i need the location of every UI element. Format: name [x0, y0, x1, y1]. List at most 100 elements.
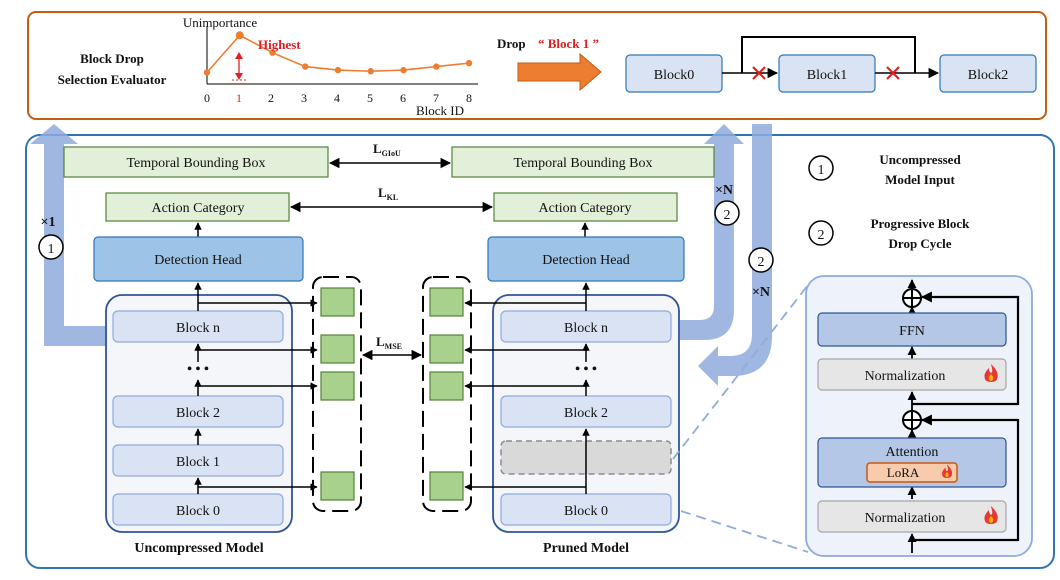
- legend-item1-line2: Model Input: [885, 172, 955, 187]
- unimportance-point: [269, 49, 276, 56]
- feature-map: [429, 471, 464, 501]
- step-marker-2-right: [748, 247, 774, 273]
- normalization-bottom-label: Normalization: [865, 511, 946, 526]
- chart-tick-label: 6: [400, 91, 406, 105]
- pruned-detection-head: [487, 236, 685, 282]
- pruned-bbox-output: [451, 146, 715, 178]
- legend-marker-2: [808, 220, 834, 246]
- uncompressed-caption: Uncompressed Model: [134, 541, 263, 556]
- chart-x-label: Block ID: [416, 103, 464, 118]
- uncompressed-feature-stack: [312, 276, 362, 512]
- chart-tick-label-highlight: 1: [236, 91, 242, 105]
- chart-tick-label: 4: [334, 91, 340, 105]
- uncompressed-block-n-label: Block n: [176, 321, 220, 336]
- evaluator-title-line2: Selection Evaluator: [58, 72, 167, 87]
- step-marker-2-top-num: 2: [724, 208, 731, 223]
- uncompressed-bbox-label: Temporal Bounding Box: [126, 156, 265, 171]
- legend-item2-line2: Drop Cycle: [889, 236, 952, 251]
- drop-block-2: [939, 54, 1037, 93]
- chart-tick-label: 8: [466, 91, 472, 105]
- feature-map: [320, 334, 355, 364]
- pruned-block-n-label: Block n: [564, 321, 608, 336]
- uncompressed-bbox-output: [63, 146, 329, 178]
- times-n-top-label: ×N: [715, 183, 733, 198]
- unimportance-series: [203, 31, 473, 76]
- residual-connection-bottom: [912, 414, 1020, 542]
- highlight-label: Highest: [258, 37, 301, 52]
- lora-label: LoRA: [887, 465, 920, 480]
- zoom-guide-bottom: [680, 510, 809, 553]
- pruned-caption: Pruned Model: [543, 541, 629, 556]
- legend-item2-line1: Progressive Block: [871, 216, 971, 231]
- step-marker-1: [38, 234, 64, 260]
- chart-tick-label: 3: [301, 91, 307, 105]
- chart-tick-label: 2: [268, 91, 274, 105]
- uncompressed-feature-taps: [198, 299, 318, 491]
- input-flow-arrow: [30, 124, 106, 346]
- cross-icon: [752, 66, 766, 80]
- drop-label-prefix: Drop: [497, 36, 526, 51]
- normalization-bottom-box: [817, 500, 1007, 533]
- fire-icon: [984, 506, 998, 524]
- feature-map: [320, 371, 355, 401]
- cross-icon: [886, 66, 900, 80]
- chart-tick-label: 7: [433, 91, 439, 105]
- unimportance-point: [235, 31, 244, 40]
- step-marker-1-num: 1: [48, 242, 55, 257]
- normalization-top-label: Normalization: [865, 369, 946, 384]
- evaluator-title-line1: Block Drop: [80, 51, 144, 66]
- drop-arrow-icon: [517, 52, 602, 92]
- unimportance-point: [367, 68, 374, 75]
- fire-icon: [984, 364, 998, 382]
- mse-loss-label: LMSE: [376, 334, 402, 351]
- pruned-bbox-label: Temporal Bounding Box: [513, 156, 652, 171]
- legend-marker-1-num: 1: [818, 163, 825, 178]
- cycle-flow-arrow-down: [698, 124, 772, 386]
- times-one-label: ×1: [41, 215, 56, 230]
- unimportance-point: [334, 66, 342, 74]
- feature-map: [320, 471, 355, 501]
- drop-label-value: “ Block 1 ”: [538, 36, 599, 51]
- uncompressed-head-label: Detection Head: [154, 253, 241, 268]
- chart-tick-label: 0: [204, 91, 210, 105]
- normalization-top-box: [817, 358, 1007, 391]
- uncompressed-block-2-label: Block 2: [176, 406, 220, 421]
- pruned-feature-taps: [464, 299, 586, 491]
- pruned-block-2-label: Block 2: [564, 406, 608, 421]
- drop-block-0-label: Block0: [654, 68, 694, 83]
- unimportance-point: [465, 59, 473, 67]
- uncompressed-action-label: Action Category: [152, 201, 245, 216]
- step-marker-2-right-num: 2: [758, 255, 765, 270]
- giou-loss-label: LGIoU: [373, 141, 401, 158]
- zoom-guide-top: [672, 284, 809, 460]
- unimportance-point: [400, 66, 407, 74]
- ffn-label: FFN: [899, 324, 925, 339]
- pruned-action-label: Action Category: [539, 201, 632, 216]
- feature-map: [429, 371, 464, 401]
- uncompressed-action-output: [105, 192, 290, 222]
- uncompressed-block-1-label: Block 1: [176, 455, 220, 470]
- uncompressed-ellipsis: • • •: [187, 362, 209, 377]
- lora-box: [866, 462, 958, 483]
- kl-loss-label: LKL: [378, 185, 398, 202]
- feature-map: [320, 287, 355, 317]
- legend-marker-1: [808, 155, 834, 181]
- chart-tick-label: 5: [367, 91, 373, 105]
- legend-marker-2-num: 2: [818, 228, 825, 243]
- drop-block-1-label: Block1: [807, 68, 847, 83]
- residual-connection-top: [912, 291, 1020, 406]
- legend-item1-line1: Uncompressed: [879, 152, 961, 167]
- unimportance-point: [302, 63, 309, 70]
- drop-block-2-label: Block2: [968, 68, 1008, 83]
- attention-label: Attention: [886, 445, 939, 460]
- uncompressed-detection-head: [93, 236, 304, 282]
- add-node-icon: [902, 288, 922, 308]
- times-n-right-label: ×N: [752, 285, 770, 300]
- pruned-feature-stack: [422, 276, 472, 512]
- skip-connection: [741, 36, 916, 73]
- cycle-flow-arrow-up: [680, 124, 744, 340]
- highlight-arrowhead-up: [235, 52, 243, 59]
- highlight-arrowhead-down: [235, 73, 243, 80]
- ffn-box: [817, 312, 1007, 347]
